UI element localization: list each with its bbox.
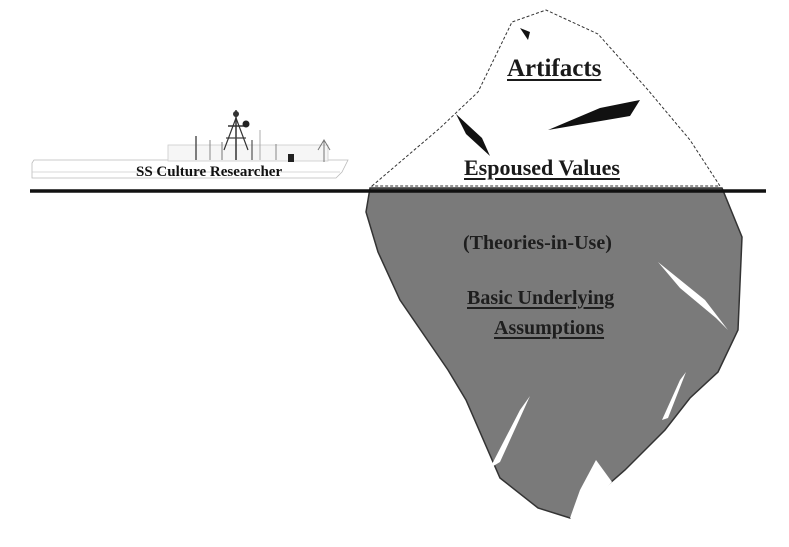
ship-icon xyxy=(31,110,349,179)
dark-shard-left xyxy=(456,114,490,156)
artifacts-label: Artifacts xyxy=(507,55,602,82)
ice-shard-left-lower xyxy=(490,396,530,468)
basic-assumptions-label-line2: Assumptions xyxy=(494,317,605,339)
iceberg-tip xyxy=(370,9,721,187)
theories-in-use-label: (Theories-in-Use) xyxy=(463,232,612,254)
dark-shard-right xyxy=(548,100,640,130)
dark-shard-top xyxy=(520,28,530,40)
ice-shard-right-mid xyxy=(662,372,686,420)
ice-shard-right-upper xyxy=(658,262,728,330)
ice-shard-bottom xyxy=(570,460,612,520)
basic-assumptions-label-line1: Basic Underlying xyxy=(467,287,615,309)
ship-name-label: SS Culture Researcher xyxy=(136,164,283,180)
espoused-values-label: Espoused Values xyxy=(464,155,620,180)
